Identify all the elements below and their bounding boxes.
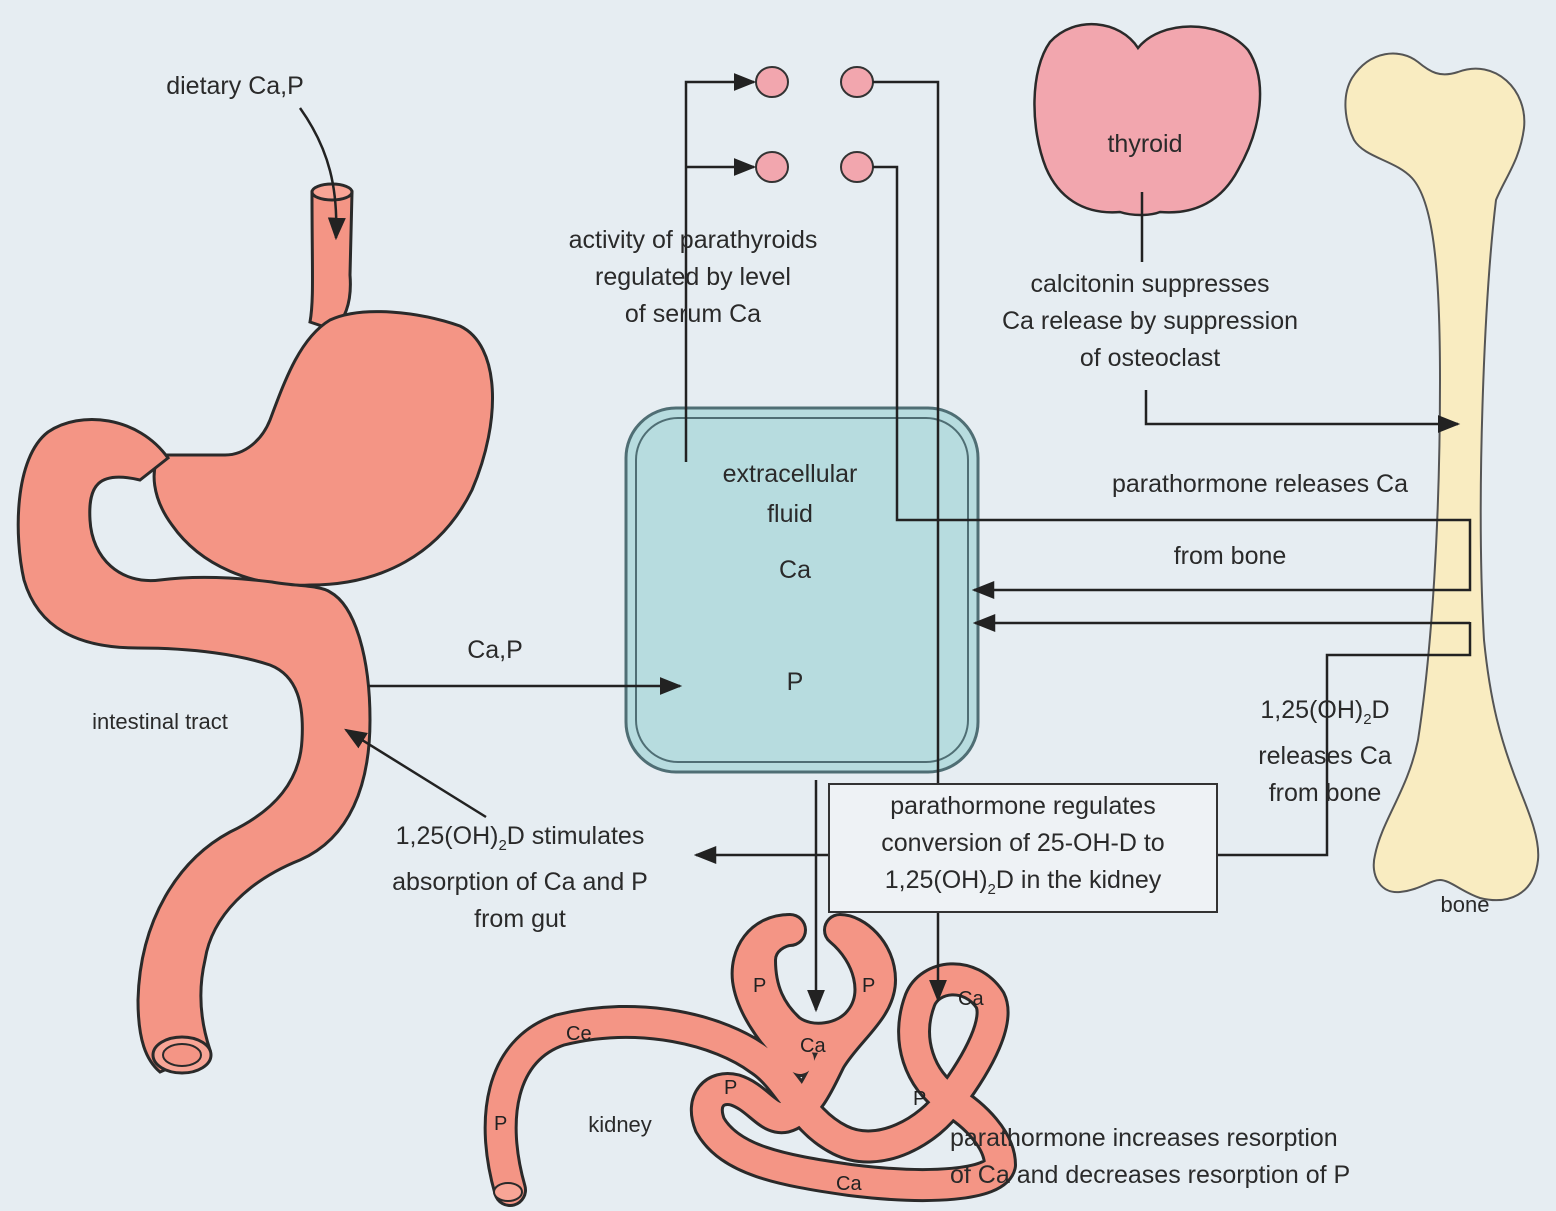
parathyroid-gland [841,67,873,97]
ca-p-flow-label: Ca,P [450,632,540,669]
pth-resorption-label: parathormone increases resorption of Ca … [950,1120,1510,1194]
kidney-mark-ce: Ce [566,1023,592,1045]
thyroid-gland [1034,24,1260,215]
calcitonin-line: of osteoclast [960,340,1340,377]
parathyroid-gland [841,152,873,182]
pth-resorption-line: of Ca and decreases resorption of P [950,1157,1510,1194]
kidney-mark-p: P [753,975,766,997]
intestine-end-inner [163,1044,201,1066]
vitd-stim-prefix: 1,25(OH) [396,822,499,850]
kidney-mark-ca: Ca [836,1173,862,1195]
pth-regulates-label: parathormone regulates conversion of 25-… [828,788,1218,908]
parathyroid-glands [756,67,873,182]
vitd-releases-ca-label: 1,25(OH)2D releases Ca from bone [1225,692,1425,812]
vitd-stimulates-line: absorption of Ca and P [330,864,710,901]
intestinal-tract-shape [18,184,492,1073]
ecf-p-label: P [765,664,825,701]
vitd-stim-suffix: D stimulates [507,822,645,850]
kidney-tubule-fill [501,930,1000,1190]
stomach [154,312,492,586]
extracellular-fluid-line: fluid [695,494,885,534]
kidney-mark-ca: Ca [958,988,984,1010]
esophagus-opening [312,184,352,200]
vitd-suffix: D [1372,696,1390,724]
ecf-ca-label: Ca [765,552,825,589]
vitd-stimulates-line: 1,25(OH)2D stimulates [330,818,710,864]
pth-vitd-subscript: 2 [988,881,996,898]
calcitonin-line: Ca release by suppression [960,303,1340,340]
parathyroid-activity-label: activity of parathyroids regulated by le… [518,222,868,333]
vitd-stim-subscript: 2 [498,837,506,854]
vitd-subscript: 2 [1363,711,1371,728]
kidney-tubule-end [494,1183,522,1201]
pth-resorption-line: parathormone increases resorption [950,1120,1510,1157]
dietary-label: dietary Ca,P [130,68,340,105]
pth-vitd-prefix: 1,25(OH) [885,866,988,894]
parathyroid-gland [756,67,788,97]
kidney-mark-ca: Ca [800,1035,826,1057]
pth-releases-ca-label: parathormone releases Ca [1060,466,1460,503]
kidney-mark-p: P [724,1077,737,1099]
bone-label: bone [1410,886,1520,923]
pth-regulates-line: parathormone regulates [828,788,1218,825]
extracellular-fluid-label: extracellular fluid [695,454,885,534]
from-bone-label: from bone [1130,538,1330,575]
kidney-mark-p: P [862,975,875,997]
vitd-releases-line: from bone [1225,775,1425,812]
pth-regulates-line: 1,25(OH)2D in the kidney [828,862,1218,908]
extracellular-fluid-line: extracellular [695,454,885,494]
parathyroid-activity-line: of serum Ca [518,296,868,333]
kidney-tubule: P P Ca Ca Ce P P P Ca [494,930,1000,1201]
calcitonin-label: calcitonin suppresses Ca release by supp… [960,266,1340,377]
thyroid-label: thyroid [1075,126,1215,163]
intestinal-tract-label: intestinal tract [55,703,265,740]
calcitonin-line: calcitonin suppresses [960,266,1340,303]
vitd-releases-line: 1,25(OH)2D [1225,692,1425,738]
kidney-mark-p: P [913,1088,926,1110]
vitd-prefix: 1,25(OH) [1260,696,1363,724]
kidney-label: kidney [560,1106,680,1143]
vitd-stimulates-line: from gut [330,901,710,938]
vitd-to-intestine-arrow [346,730,486,817]
kidney-mark-p: P [494,1113,507,1135]
parathyroid-activity-line: regulated by level [518,259,868,296]
parathyroid-gland [756,152,788,182]
esophagus [310,192,352,330]
vitd-releases-line: releases Ca [1225,738,1425,775]
pth-vitd-suffix: D in the kidney [996,866,1161,894]
vitd-stimulates-label: 1,25(OH)2D stimulates absorption of Ca a… [330,818,710,938]
pth-regulates-line: conversion of 25-OH-D to [828,825,1218,862]
parathyroid-activity-line: activity of parathyroids [518,222,868,259]
calcitonin-to-bone-line [1146,390,1458,424]
